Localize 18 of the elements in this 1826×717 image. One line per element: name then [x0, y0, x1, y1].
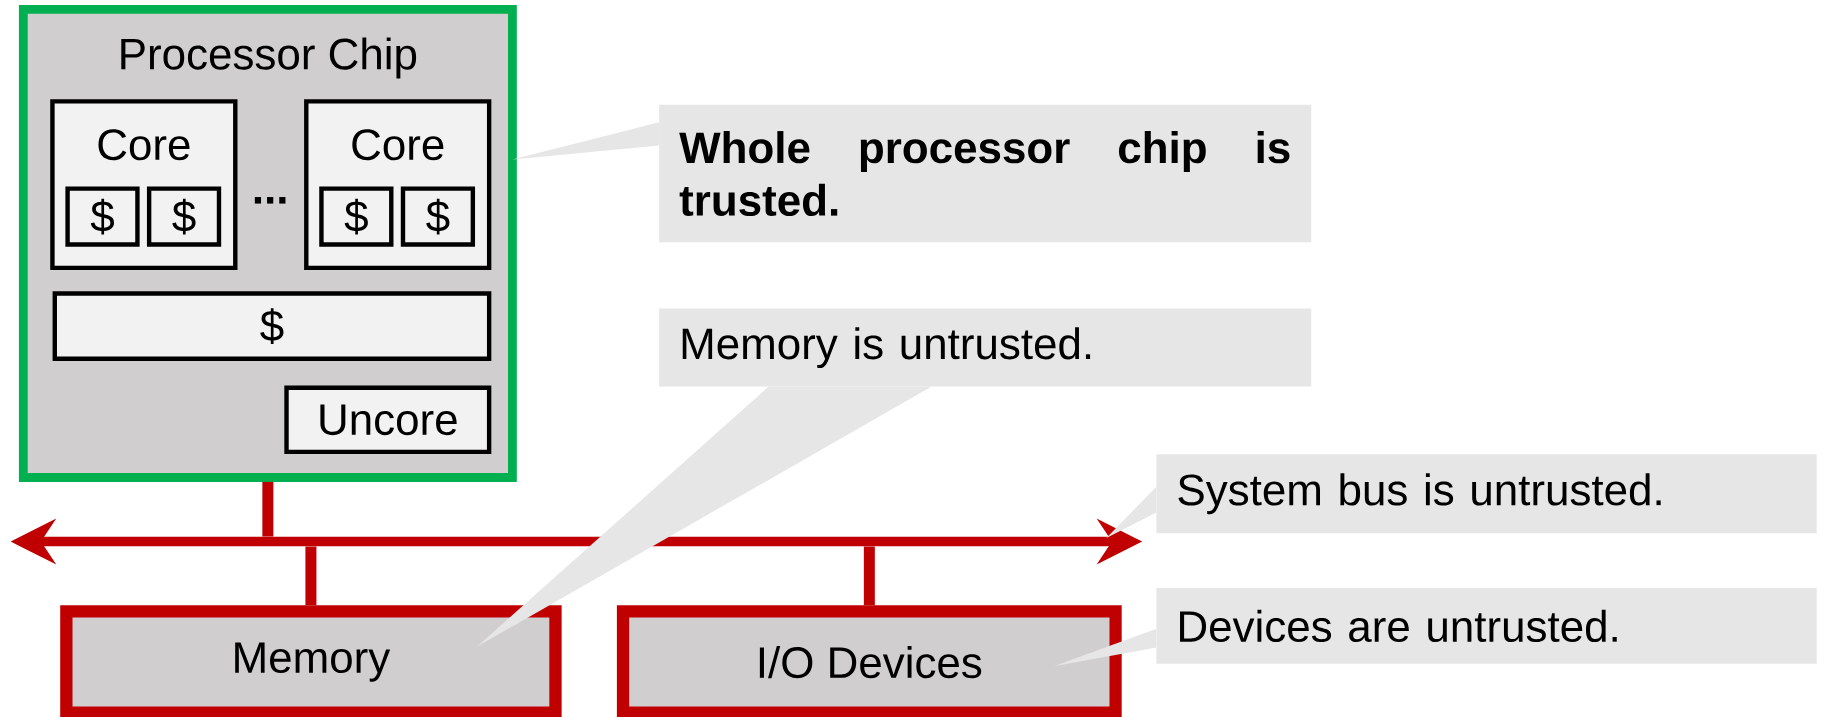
- bus-line: [305, 546, 317, 606]
- callout-pointer: [1053, 628, 1157, 666]
- bus-line: [262, 481, 274, 537]
- callout-pointer: [477, 386, 932, 647]
- bus-line: [863, 546, 875, 606]
- cache-box: $: [400, 186, 476, 247]
- callout-box: Memory is untrusted.: [659, 308, 1312, 387]
- cache-box: Uncore: [284, 385, 492, 454]
- ellipsis-text: ...: [254, 196, 286, 204]
- cache-box: $: [319, 186, 394, 247]
- callout-box: Devices are untrusted.: [1156, 587, 1817, 664]
- cache-box: $: [146, 186, 222, 247]
- callout-pointer: [1106, 486, 1157, 538]
- component-box: I/O Devices: [616, 605, 1122, 717]
- cache-box: $: [52, 291, 492, 361]
- cache-box: $: [65, 186, 140, 247]
- component-box: Memory: [60, 605, 562, 717]
- callout-box: Whole processor chip is trusted.: [659, 104, 1312, 243]
